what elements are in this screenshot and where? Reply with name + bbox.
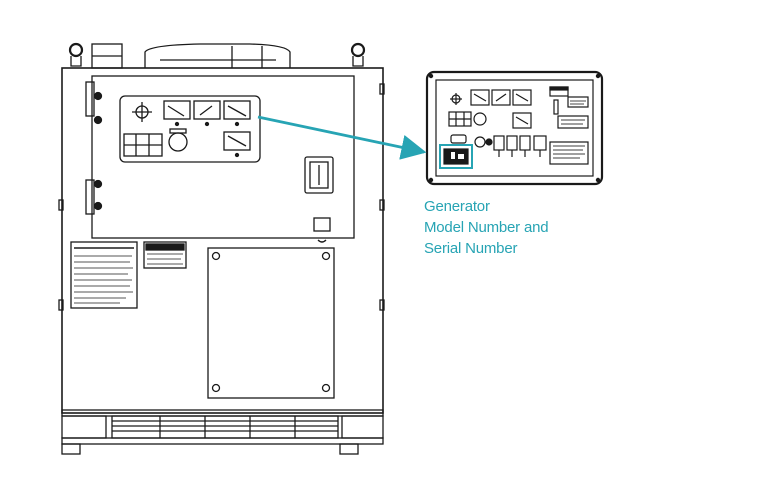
vent-grille — [111, 415, 339, 439]
crosshair-icon — [132, 102, 152, 122]
generator-enclosure — [58, 42, 385, 455]
digital-display — [448, 111, 472, 127]
gauge-icon — [512, 89, 532, 106]
gauge-icon — [193, 100, 221, 127]
model-serial-plate — [443, 148, 469, 165]
control-knob — [168, 128, 188, 152]
callout-line: Generator — [424, 198, 490, 215]
warning-label — [70, 241, 138, 309]
highlight-box — [439, 144, 473, 169]
reset-switch — [450, 134, 467, 144]
base-skid — [61, 437, 384, 455]
exhaust-housing — [144, 43, 291, 68]
breaker-switch — [474, 136, 493, 148]
arrow-icon — [257, 115, 427, 160]
warning-label — [143, 241, 187, 269]
gauge-icon — [491, 89, 511, 106]
digital-display — [123, 133, 163, 157]
gauge-icon — [223, 131, 251, 158]
callout-label: Generator Model Number and Serial Number — [424, 196, 624, 259]
info-label — [557, 115, 589, 129]
callout-line: Model Number and — [424, 219, 549, 236]
fuse-holder — [533, 135, 547, 157]
door-control-panel — [119, 95, 261, 163]
control-knob — [473, 112, 487, 126]
door-handle — [304, 156, 334, 194]
callout-line: Serial Number — [424, 240, 518, 257]
side-fasteners — [58, 83, 385, 311]
gauge-icon — [512, 112, 532, 129]
door-hook — [317, 239, 327, 243]
lifting-eye-icon — [68, 42, 84, 67]
control-panel-closeup — [425, 70, 604, 186]
panel-inner-frame — [435, 79, 594, 177]
info-label — [549, 141, 589, 165]
hinge-group — [85, 81, 103, 215]
breaker-row — [493, 135, 531, 157]
gauge-icon — [470, 89, 490, 106]
enclosure-body — [61, 67, 384, 414]
base-block — [61, 415, 107, 439]
warning-label — [549, 86, 569, 115]
lifting-eye-icon — [350, 42, 366, 67]
door-latch — [313, 217, 331, 232]
base-block — [341, 415, 384, 439]
gauge-icon — [223, 100, 251, 127]
gauge-icon — [163, 100, 191, 127]
access-panel — [207, 247, 335, 399]
info-label — [567, 96, 589, 108]
panel-outer-frame — [425, 70, 604, 186]
crosshair-icon — [450, 93, 462, 105]
control-door — [91, 75, 355, 239]
